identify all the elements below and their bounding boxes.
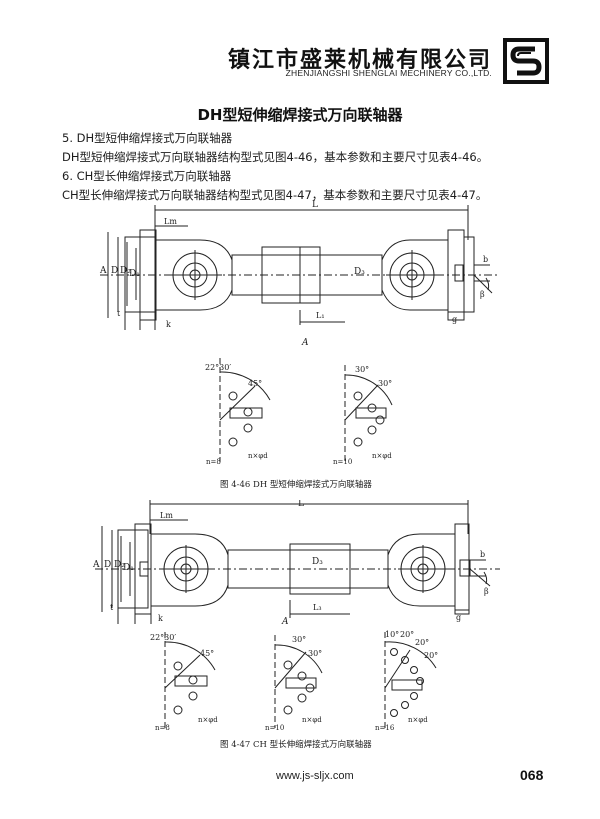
dim-beta: β (480, 290, 485, 299)
flange-a-angle-1: 22°30′ (205, 363, 231, 372)
figure-caption: 图 4-47 CH 型长伸缩焊接式万向联轴器 (220, 739, 372, 750)
dim-k: k (158, 614, 163, 623)
dim-D3: D₃ (312, 557, 323, 567)
dim-g: g (456, 613, 461, 622)
dim-b: b (483, 255, 488, 264)
dim-D: D (104, 560, 111, 570)
flange-b-angle-2: 30° (378, 379, 392, 388)
flange-a-holes: n×φd (248, 452, 268, 460)
flange-b-n: n=10 (265, 724, 284, 732)
dim-L1: L₁ (316, 311, 325, 320)
sl-logo-icon (503, 38, 549, 84)
page-title: DH型短伸缩焊接式万向联轴器 (197, 106, 403, 124)
dim-t: t (117, 309, 121, 318)
dim-k: k (166, 320, 171, 329)
flange-c-angle-3: 20° (415, 638, 429, 647)
section-text-dh: DH型短伸缩焊接式万向联轴器结构型式见图4-46，基本参数和主要尺寸见表4-46… (62, 150, 489, 164)
section-text-ch: CH型长伸缩焊接式万向联轴器结构型式见图4-47，基本参数和主要尺寸见表4-47… (62, 188, 488, 202)
footer-url: www.js-sljx.com (276, 770, 354, 782)
flange-b-angle-2: 30° (308, 649, 322, 658)
flange-b-holes: n×φd (372, 452, 392, 460)
flange-a-angle-2: 45° (248, 379, 262, 388)
section-heading-dh: 5. DH型短伸缩焊接式万向联轴器 (62, 131, 233, 145)
flange-a-angle-2: 45° (200, 649, 214, 658)
dim-Lm: Lm (160, 511, 173, 520)
flange-a-holes: n×φd (198, 716, 218, 724)
flange-b-angle-1: 30° (355, 365, 369, 374)
figure-4-47: L Lm A D D₂ (0, 499, 600, 758)
dim-L3: L₃ (313, 603, 322, 612)
figure-4-46: L Lm A D D₂ (0, 200, 600, 500)
dim-A: A (99, 266, 107, 276)
flange-b-angle-1: 30° (292, 635, 306, 644)
dim-D3: D₃ (354, 267, 365, 277)
dim-beta: β (484, 587, 489, 596)
flange-view-n8: 22°30′ 45° n=8 n×φd (150, 632, 218, 732)
dim-L: L (312, 200, 318, 210)
dim-D1: D₁ (123, 563, 134, 573)
dim-D: D (111, 266, 118, 276)
page-header: 镇江市盛莱机械有限公司 ZHENJIANGSHI SHENGLAI MECHIN… (0, 0, 600, 90)
section-heading-ch: 6. CH型长伸缩焊接式万向联轴器 (62, 169, 232, 183)
flange-c-angle-4: 20° (424, 651, 438, 660)
company-name-cn: 镇江市盛莱机械有限公司 (227, 48, 492, 73)
dim-D1: D₁ (129, 269, 140, 279)
flange-b-n: n=10 (333, 458, 352, 466)
view-label: A (281, 617, 289, 627)
flange-c-holes: n×φd (408, 716, 428, 724)
flange-view-n10: 30° 30° n=10 n×φd (265, 635, 323, 732)
page-number: 068 (520, 767, 544, 783)
figure-caption: 图 4-46 DH 型短伸缩焊接式万向联轴器 (220, 479, 372, 490)
view-label: A (301, 338, 309, 348)
flange-view-n16: 10° 20° 20° 20° n=16 n×φd (375, 630, 438, 732)
dim-A: A (92, 560, 100, 570)
dim-D2: D₂ (120, 266, 131, 276)
flange-c-n: n=16 (375, 724, 395, 732)
flange-a-n: n=8 (155, 724, 170, 732)
flange-view-n10: 30° 30° n=10 n×φd (333, 365, 393, 466)
flange-a-angle-1: 22°30′ (150, 633, 176, 642)
flange-a-n: n=8 (206, 458, 221, 466)
flange-c-angle-1: 10° (385, 630, 399, 639)
dim-b: b (480, 550, 485, 559)
dim-t: t (110, 603, 114, 612)
flange-c-angle-2: 20° (400, 630, 414, 639)
dim-Lm: Lm (164, 217, 177, 226)
flange-view-n8: 22°30′ 45° n=8 n×φd (205, 358, 271, 466)
dim-L: L (298, 500, 304, 509)
dim-g: g (452, 315, 457, 324)
company-name-en: ZHENJIANGSHI SHENGLAI MECHINERY CO.,LTD. (285, 68, 492, 78)
flange-b-holes: n×φd (302, 716, 322, 724)
dim-D2: D₂ (114, 560, 125, 570)
